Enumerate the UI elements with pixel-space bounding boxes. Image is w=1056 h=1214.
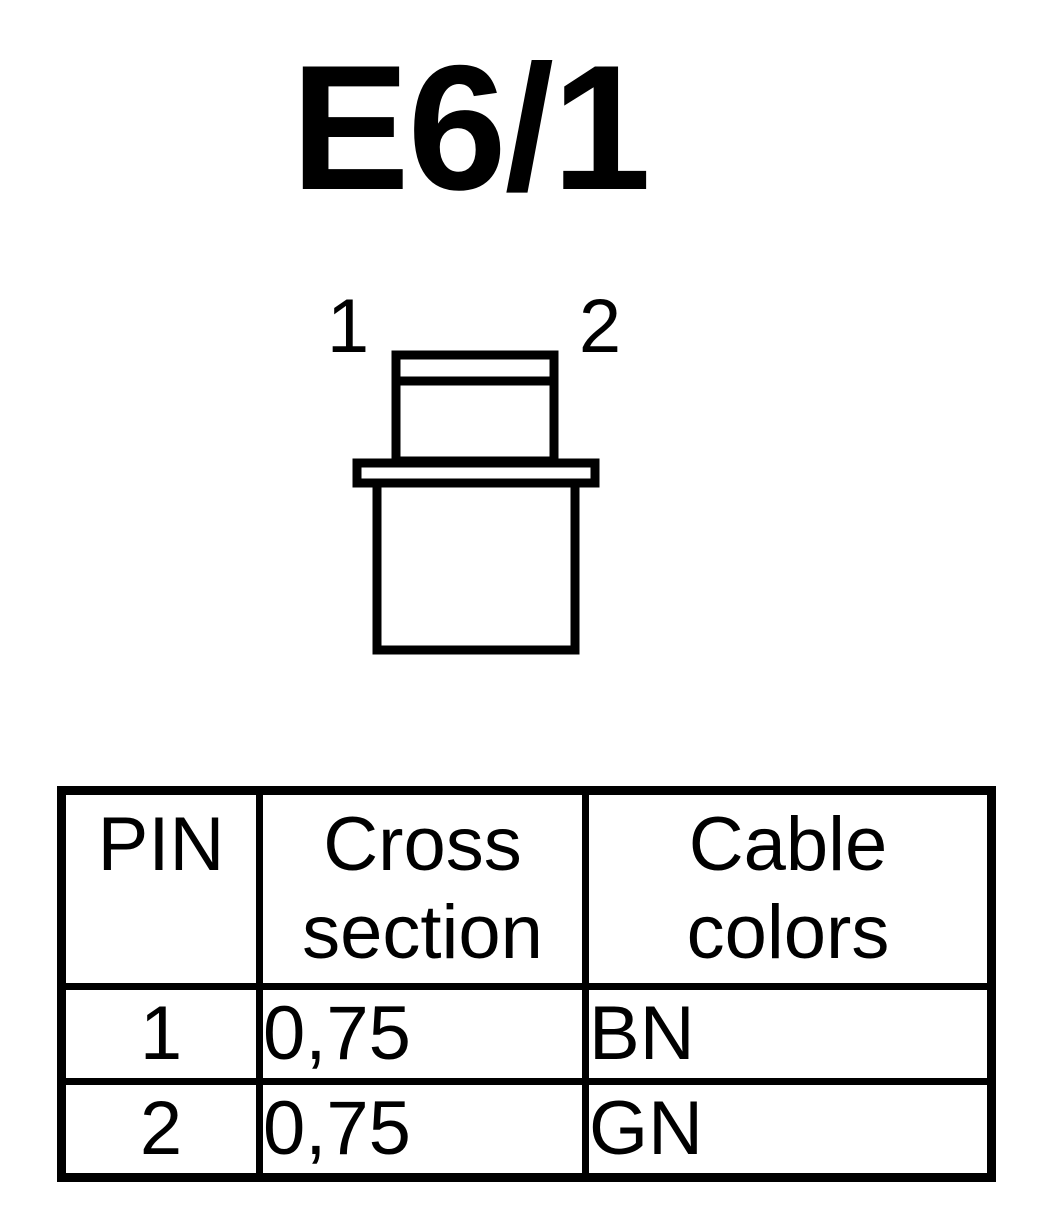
pin-label-2: 2 [579,284,621,369]
cell-cross-section: 0,75 [256,983,589,1085]
connector-body [372,478,580,655]
cell-cable-color: BN [582,983,995,1085]
header-cable-colors: Cable colors [582,787,995,990]
connector-head [391,350,559,466]
table-row: 1 0,75 BN [58,983,995,1085]
connector-title: E6/1 [290,28,651,227]
connector-drawing: 1 2 [327,284,621,655]
table-row: 2 0,75 GN [58,1078,995,1181]
pin-label-1: 1 [327,284,369,369]
cell-pin: 2 [58,1078,263,1181]
header-cross-section: Cross section [256,787,589,990]
pin-assignment-table: PIN Cross section Cable colors 1 0,75 BN… [57,786,996,1182]
cell-pin: 1 [58,983,263,1085]
cell-cable-color: GN [582,1078,995,1181]
header-pin: PIN [58,787,263,990]
cell-cross-section: 0,75 [256,1078,589,1181]
table-header-row: PIN Cross section Cable colors [58,787,995,990]
